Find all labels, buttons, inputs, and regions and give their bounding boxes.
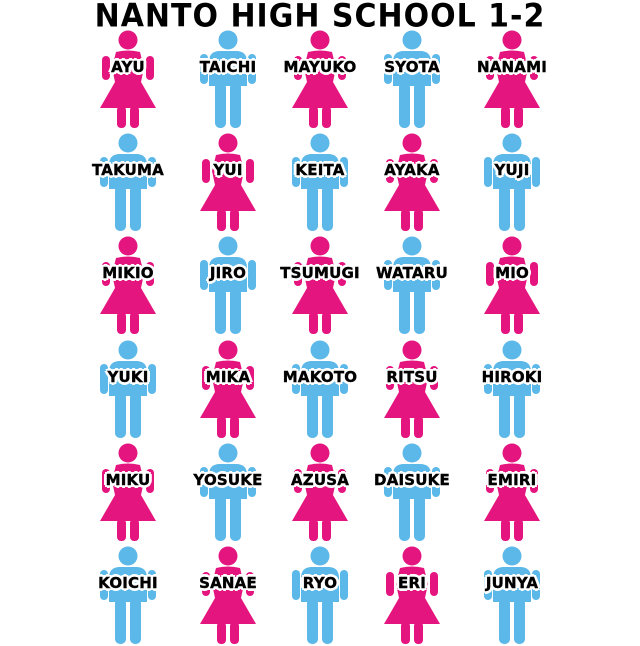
student-ritsu: RITSU bbox=[362, 340, 462, 438]
student-name: HIROKI bbox=[481, 368, 543, 386]
student-daisuke: DAISUKE bbox=[362, 443, 462, 541]
student-hiroki: HIROKI bbox=[462, 340, 562, 438]
student-sanae: SANAE bbox=[178, 546, 278, 644]
student-syota: SYOTA bbox=[362, 30, 462, 128]
student-name: AYU bbox=[111, 58, 145, 76]
student-name: YUI bbox=[213, 161, 243, 179]
student-miku: MIKU bbox=[78, 443, 178, 541]
student-mio: MIO bbox=[462, 236, 562, 334]
student-name: DAISUKE bbox=[374, 471, 450, 489]
student-name: RYO bbox=[302, 574, 338, 592]
student-yosuke: YOSUKE bbox=[178, 443, 278, 541]
student-taichi: TAICHI bbox=[178, 30, 278, 128]
student-yuji: YUJI bbox=[462, 133, 562, 231]
student-name: YUKI bbox=[107, 368, 149, 386]
student-name: ERI bbox=[398, 574, 426, 592]
student-yuki: YUKI bbox=[78, 340, 178, 438]
student-mikio: MIKIO bbox=[78, 236, 178, 334]
student-mayuko: MAYUKO bbox=[270, 30, 370, 128]
student-emiri: EMIRI bbox=[462, 443, 562, 541]
student-name: AZUSA bbox=[290, 471, 350, 489]
student-name: SYOTA bbox=[384, 58, 440, 76]
student-ayu: AYU bbox=[78, 30, 178, 128]
student-name: MAYUKO bbox=[283, 58, 357, 76]
student-name: RITSU bbox=[386, 368, 438, 386]
student-name: AYAKA bbox=[384, 161, 440, 179]
student-koichi: KOICHI bbox=[78, 546, 178, 644]
student-eri: ERI bbox=[362, 546, 462, 644]
student-name: MAKOTO bbox=[282, 368, 358, 386]
student-name: SANAE bbox=[199, 574, 257, 592]
student-tsumugi: TSUMUGI bbox=[270, 236, 370, 334]
student-junya: JUNYA bbox=[462, 546, 562, 644]
student-name: YUJI bbox=[494, 161, 530, 179]
student-mika: MIKA bbox=[178, 340, 278, 438]
student-keita: KEITA bbox=[270, 133, 370, 231]
student-name: KEITA bbox=[295, 161, 345, 179]
student-name: NANAMI bbox=[476, 58, 548, 76]
student-name: EMIRI bbox=[487, 471, 537, 489]
student-name: KOICHI bbox=[98, 574, 158, 592]
student-name: JIRO bbox=[209, 264, 247, 282]
student-name: TSUMUGI bbox=[280, 264, 360, 282]
student-name: MIKIO bbox=[102, 264, 154, 282]
student-name: TAKUMA bbox=[92, 161, 164, 179]
student-jiro: JIRO bbox=[178, 236, 278, 334]
student-name: YOSUKE bbox=[193, 471, 263, 489]
student-ayaka: AYAKA bbox=[362, 133, 462, 231]
student-name: MIKU bbox=[105, 471, 151, 489]
student-makoto: MAKOTO bbox=[270, 340, 370, 438]
student-ryo: RYO bbox=[270, 546, 370, 644]
student-name: JUNYA bbox=[485, 574, 539, 592]
student-name: TAICHI bbox=[199, 58, 257, 76]
student-yui: YUI bbox=[178, 133, 278, 231]
student-name: MIO bbox=[495, 264, 529, 282]
page-title: NANTO HIGH SCHOOL 1-2 bbox=[94, 0, 546, 36]
student-nanami: NANAMI bbox=[462, 30, 562, 128]
student-azusa: AZUSA bbox=[270, 443, 370, 541]
student-name: MIKA bbox=[205, 368, 251, 386]
student-takuma: TAKUMA bbox=[78, 133, 178, 231]
student-wataru: WATARU bbox=[362, 236, 462, 334]
student-name: WATARU bbox=[376, 264, 448, 282]
